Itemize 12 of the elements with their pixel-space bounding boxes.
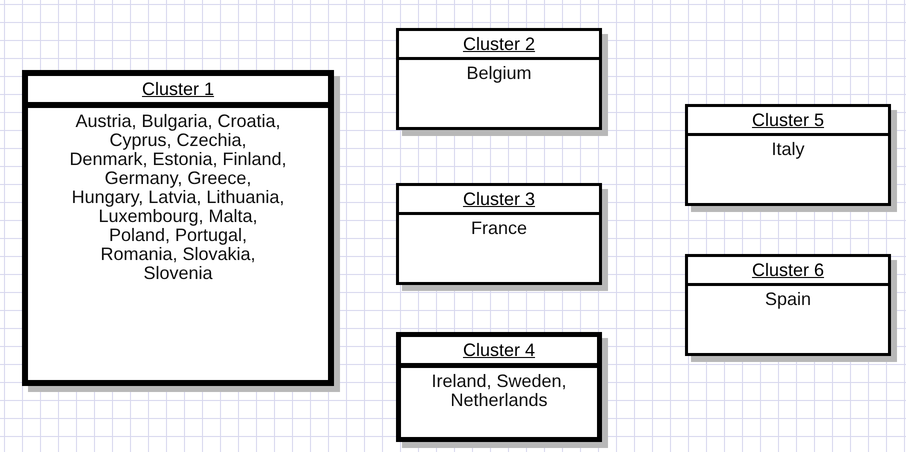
box-text: Italy xyxy=(770,138,806,159)
box-text: Ireland, Sweden, Netherlands xyxy=(430,370,568,410)
box-heading: Cluster 3 xyxy=(399,186,599,215)
box-text: Austria, Bulgaria, Croatia, Cyprus, Czechia, Denmark, Estonia, Finland, Germany, Greece, Hungary, Latvia, Lithuania, Luxembourg, Malta, Poland, Portugal, Romania, Slovakia, Slovenia xyxy=(68,110,288,283)
box-heading: Cluster 5 xyxy=(688,107,888,136)
box-text: Spain xyxy=(764,288,812,309)
box-text: France xyxy=(470,217,528,238)
box-heading: Cluster 2 xyxy=(399,31,599,60)
box-heading: Cluster 4 xyxy=(401,337,597,368)
box-text: Belgium xyxy=(465,62,533,83)
box-heading: Cluster 6 xyxy=(688,257,888,286)
box-heading: Cluster 1 xyxy=(28,76,328,108)
